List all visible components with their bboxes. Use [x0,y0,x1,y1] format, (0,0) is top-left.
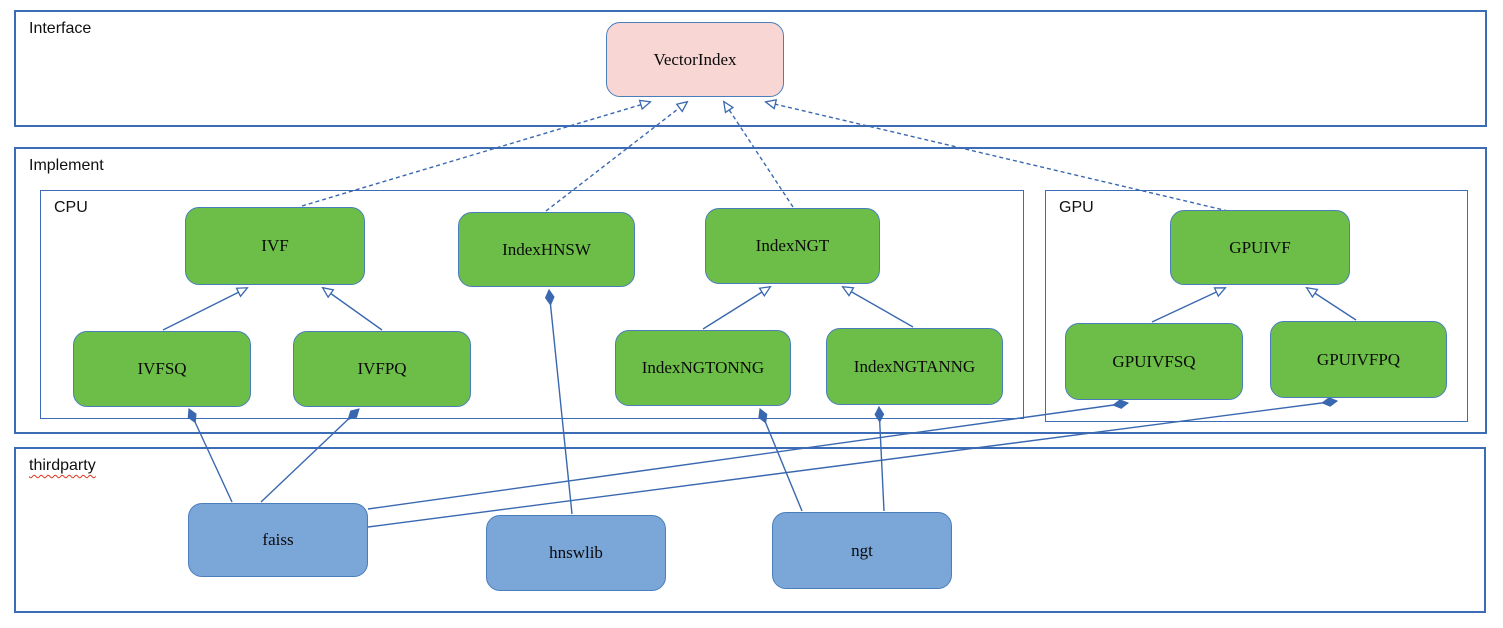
node-ivf-label: IVF [261,236,289,255]
node-ivf[interactable]: IVF [185,207,365,285]
container-thirdparty-label: thirdparty [27,456,98,476]
node-indexngt[interactable]: IndexNGT [705,208,880,284]
node-indexhnsw-label: IndexHNSW [502,239,591,259]
node-hnswlib-label: hnswlib [549,543,603,562]
container-implement-label: Implement [27,156,106,176]
node-gpuivfsq-label: GPUIVFSQ [1112,351,1196,371]
node-hnswlib[interactable]: hnswlib [486,515,666,591]
node-ivfsq[interactable]: IVFSQ [73,331,251,407]
container-interface-label: Interface [27,19,94,39]
node-indexhnsw[interactable]: IndexHNSW [458,212,635,287]
node-ngt[interactable]: ngt [772,512,952,589]
node-gpuivfpq-label: GPUIVFPQ [1316,349,1401,369]
node-gpuivfsq[interactable]: GPUIVFSQ [1065,323,1243,400]
node-indexngt-label: IndexNGT [755,236,830,255]
node-vectorindex-label: VectorIndex [653,49,737,69]
node-ngt-label: ngt [851,540,873,560]
node-gpuivf[interactable]: GPUIVF [1170,210,1350,285]
container-cpu-label: CPU [52,198,90,218]
node-indexngtanng-label: IndexNGTANNG [853,356,976,376]
node-gpuivf-label: GPUIVF [1229,237,1291,257]
node-indexngtonng[interactable]: IndexNGTONNG [615,330,791,406]
node-faiss[interactable]: faiss [188,503,368,577]
container-gpu-label: GPU [1057,198,1096,218]
node-ivfsq-label: IVFSQ [137,359,187,378]
node-gpuivfpq[interactable]: GPUIVFPQ [1270,321,1447,398]
node-faiss-label: faiss [262,530,294,549]
node-indexngtanng[interactable]: IndexNGTANNG [826,328,1003,405]
node-vectorindex[interactable]: VectorIndex [606,22,784,97]
node-indexngtonng-label: IndexNGTONNG [641,358,765,377]
node-ivfpq[interactable]: IVFPQ [293,331,471,407]
node-ivfpq-label: IVFPQ [357,359,407,378]
